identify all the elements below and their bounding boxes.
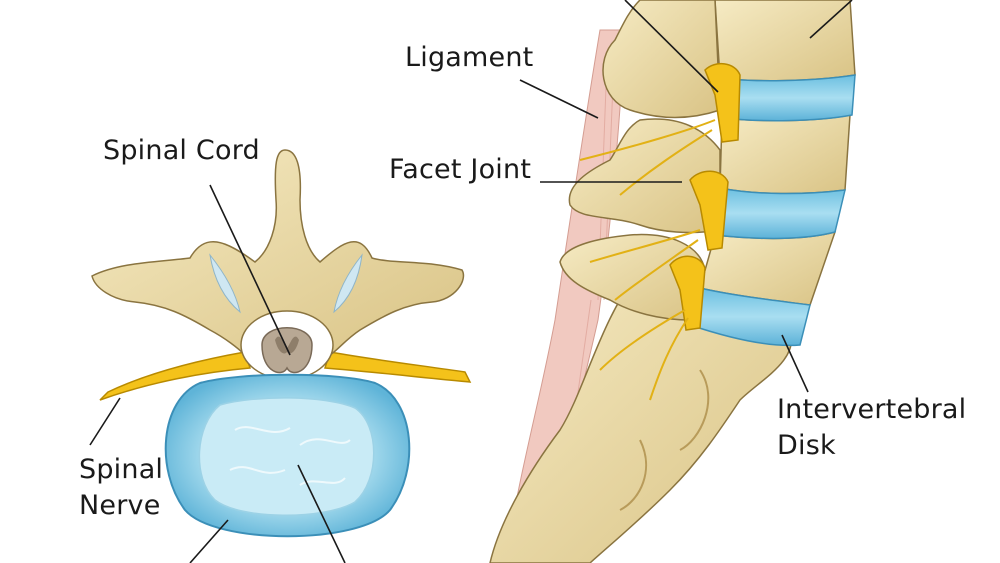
label-ligament: Ligament [405, 42, 534, 73]
label-spinal-nerve-line2: Nerve [79, 490, 161, 521]
sagittal-nerve-roots [579, 63, 741, 401]
sagittal-disk-2 [714, 187, 846, 240]
leader-line-ligament [519, 79, 599, 119]
axial-vertebra-view [91, 149, 472, 538]
leader-line-annulus [189, 519, 229, 563]
spinal-cord-grey-matter [275, 336, 299, 354]
leader-line-spinal-nerve [89, 397, 121, 446]
facet-cartilage-left [209, 253, 241, 314]
label-spinal-nerve: Spinal Nerve [79, 452, 163, 524]
posterior-process-3 [559, 233, 706, 321]
leader-line-spinal-cord [209, 184, 291, 356]
facet-cartilage-right [333, 253, 363, 314]
label-intervertebral-disk-line1: Intervertebral [777, 394, 967, 425]
label-intervertebral-disk-line2: Disk [777, 430, 836, 461]
label-intervertebral-disk: Intervertebral Disk [777, 392, 966, 464]
spinal-nerve-left [99, 351, 251, 401]
leader-line-top-body [809, 0, 853, 39]
spinal-nerve-right [324, 351, 472, 383]
leader-line-intervertebral-disk [781, 334, 809, 393]
sagittal-disk-1 [719, 74, 856, 122]
posterior-process-1 [602, 0, 721, 119]
leader-line-nucleus [297, 464, 346, 563]
sagittal-spine-view [489, 0, 856, 563]
label-spinal-nerve-line1: Spinal [79, 454, 164, 485]
sagittal-disk-3 [689, 287, 811, 347]
leader-line-top-nerve [624, 0, 719, 93]
nucleus-pulposus [198, 397, 375, 516]
label-spinal-cord: Spinal Cord [103, 135, 260, 166]
leader-lines [89, 0, 853, 563]
label-facet-joint: Facet Joint [389, 154, 532, 185]
vertebral-body-2 [719, 114, 851, 195]
